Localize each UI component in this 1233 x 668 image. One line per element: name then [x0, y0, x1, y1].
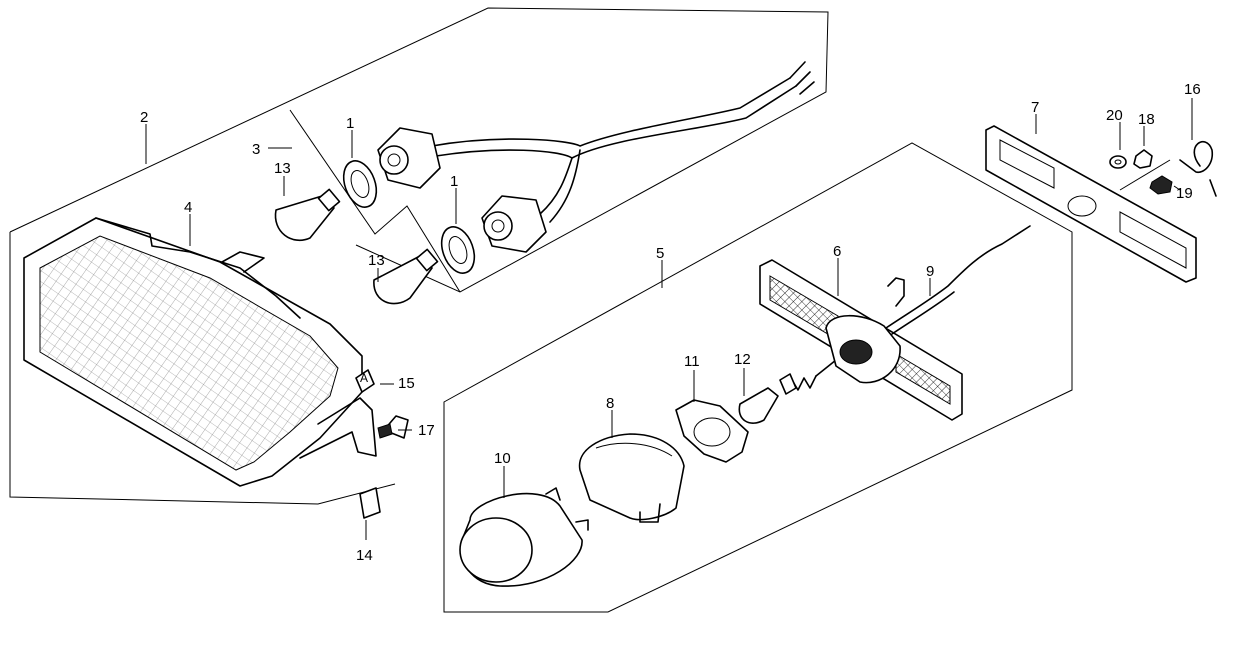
socket-lower: [481, 195, 547, 253]
callout-7: 7: [1031, 99, 1039, 116]
wire-9: [885, 225, 1031, 335]
nut-19: [1149, 175, 1173, 195]
leader-lines: [145, 98, 1193, 540]
taillight-housing: [23, 217, 377, 487]
callout-14: 14: [356, 547, 373, 564]
callout-18: 18: [1138, 111, 1155, 128]
callout-11: 11: [684, 353, 700, 370]
group-outline-taillight: [9, 7, 829, 505]
detail-letter-a: A: [360, 371, 368, 385]
bulb-upper: [274, 188, 341, 242]
lamp-base-6: [759, 259, 963, 421]
callout-1-lower: 1: [450, 173, 458, 190]
callout-13-lower: 13: [368, 252, 385, 269]
callout-15: 15: [398, 375, 415, 392]
callout-9: 9: [926, 263, 934, 280]
callout-5: 5: [656, 245, 664, 262]
callout-2: 2: [140, 109, 148, 126]
bulb-12: [738, 387, 779, 424]
nut-18: [1133, 149, 1153, 169]
group-outline-license-light: [443, 142, 1073, 613]
housing-8: [578, 433, 685, 523]
clip-15: [355, 369, 375, 393]
callout-10: 10: [494, 450, 511, 467]
clip-14: [359, 487, 381, 519]
callout-1-upper: 1: [346, 115, 354, 132]
callout-12: 12: [734, 351, 751, 368]
bracket-7: [985, 125, 1197, 283]
socket-upper: [377, 127, 441, 189]
gasket-lower: [440, 226, 476, 274]
gasket-11: [675, 399, 749, 463]
callout-3: 3: [252, 141, 260, 158]
callout-17: 17: [418, 422, 435, 439]
socket-harness: [342, 61, 815, 274]
socket-subgroup-outline: [289, 109, 461, 293]
callout-6: 6: [833, 243, 841, 260]
gasket-upper: [342, 160, 378, 208]
callout-16: 16: [1184, 81, 1201, 98]
bulb-lower: [373, 248, 439, 305]
callout-4: 4: [184, 199, 192, 216]
callout-19: 19: [1176, 185, 1193, 202]
socket-spring: [779, 359, 837, 395]
callout-8: 8: [606, 395, 614, 412]
bulb-17: [377, 415, 409, 439]
callout-13-upper: 13: [274, 160, 291, 177]
callout-20: 20: [1106, 107, 1123, 124]
clamp-16: [1179, 140, 1217, 197]
washer-20: [1109, 155, 1127, 169]
lens-10: [459, 487, 589, 587]
